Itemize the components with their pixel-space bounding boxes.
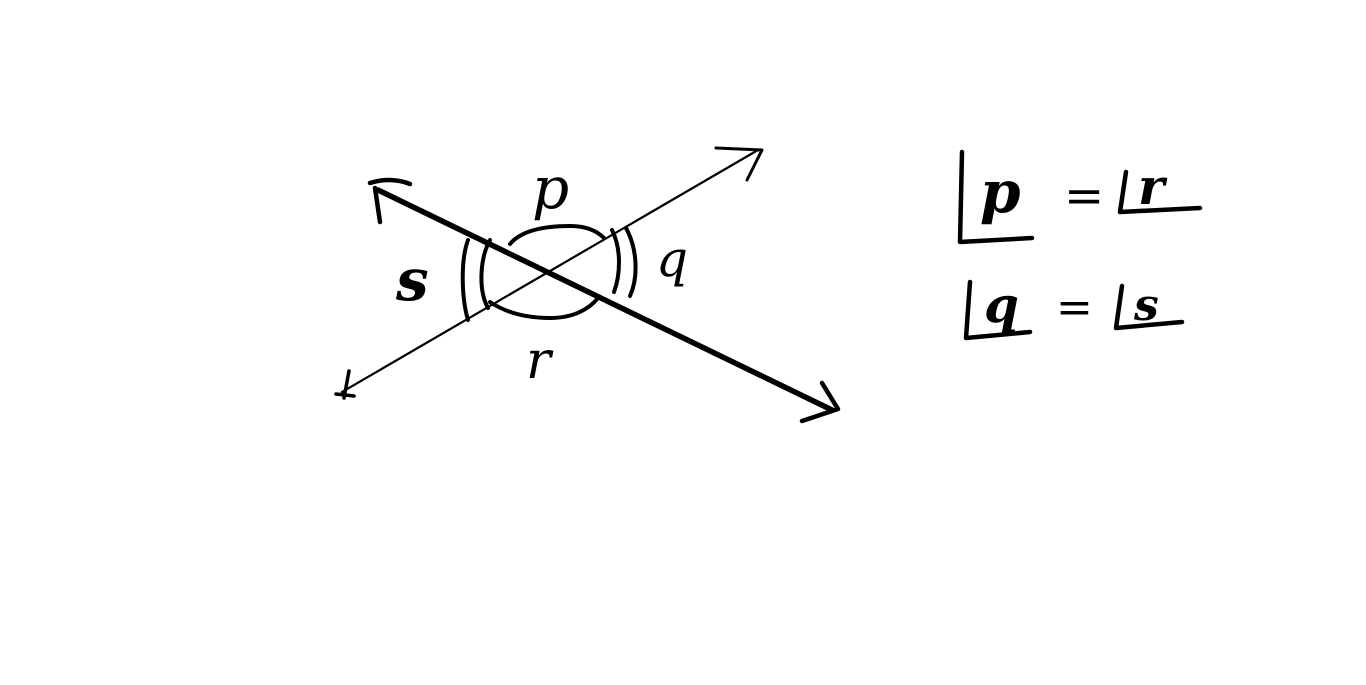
angle-symbol-icon: [963, 279, 1033, 341]
angle-label-q: q: [656, 230, 688, 288]
angle-label-s: s: [395, 246, 429, 314]
arc-angle-s-inner: [479, 238, 492, 310]
thin-line-upper-arrowhead: [714, 146, 764, 182]
equation-1-left-angle: p: [980, 158, 1021, 226]
angle-symbol-icon: [1117, 169, 1203, 215]
thin-line-lower-arrowhead: [334, 369, 356, 400]
equation-row-2: q = s: [963, 275, 1185, 341]
equation-2-left-angle: q: [984, 275, 1019, 334]
equation-1-right-angle: r: [1138, 157, 1168, 216]
angle-label-p: p: [532, 154, 569, 222]
equation-1-equals: =: [1064, 168, 1104, 224]
angle-symbol-icon: [1113, 283, 1185, 331]
angle-marks: [460, 224, 638, 322]
arc-angle-q-inner: [610, 228, 621, 294]
equation-row-1: p = r: [957, 149, 1203, 245]
thick-line-lower-arrowhead: [799, 380, 841, 424]
arc-angle-q-outer: [624, 226, 638, 298]
angle-label-r: r: [526, 331, 554, 391]
angle-symbol-icon: [957, 149, 1035, 245]
equation-2-equals: =: [1056, 282, 1093, 333]
equation-2-right-angle: s: [1133, 280, 1159, 331]
thick-line: [367, 177, 841, 424]
arc-angle-p: [508, 224, 606, 246]
arc-angle-s-outer: [460, 238, 470, 322]
thick-line-upper-arrowhead: [367, 177, 413, 225]
arc-angle-r: [488, 296, 600, 320]
